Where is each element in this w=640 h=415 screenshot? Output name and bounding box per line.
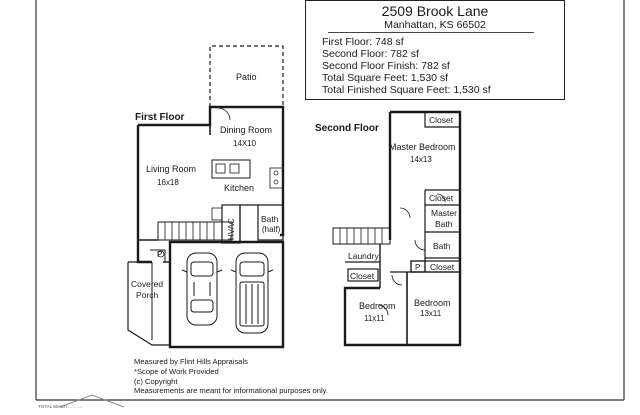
master-closet-label: Closet [429, 193, 454, 203]
note-measured-by: Measured by Flint Hills Appraisals [134, 357, 248, 366]
second-floor-title: Second Floor [315, 123, 379, 134]
second-floor-labels: Second Floor Closet Master Bedroom 14x13… [315, 115, 457, 323]
patio-label: Patio [236, 72, 257, 82]
right-closet-label: Closet [430, 262, 455, 272]
half-bath-label: Bath [261, 214, 279, 224]
info-separator [328, 32, 534, 33]
dining-room-label: Dining Room [220, 125, 272, 135]
note-copyright: (c) Copyright [134, 376, 178, 386]
note-disclaimer: Measurements are meant for informational… [134, 386, 329, 396]
stat-total-square-feet: Total Square Feet: 1,530 sf [322, 72, 449, 84]
stat-total-finished-square-feet: Total Finished Square Feet: 1,530 sf [322, 84, 491, 96]
measurement-notes: Measured by Flint Hills Appraisals *Scop… [134, 357, 328, 396]
dining-room-size: 14X10 [233, 139, 257, 148]
property-info-box: 2509 Brook Lane Manhattan, KS 66502 Firs… [305, 0, 565, 100]
second-floor-plan [332, 110, 462, 347]
note-scope: *Scope of Work Provided [134, 366, 219, 376]
first-floor-title: First Floor [135, 112, 185, 123]
first-floor-plan [127, 45, 285, 349]
hvac-label: HVAC [227, 218, 236, 240]
bedroom-1-size: 11x11 [364, 314, 385, 323]
bedroom-1-label: Bedroom [359, 301, 396, 311]
laundry-label: Laundry [348, 251, 379, 261]
left-closet-label: Closet [350, 271, 375, 281]
master-bath-label-2: Bath [435, 219, 453, 229]
logo-mark [59, 394, 125, 408]
bedroom-2-label: Bedroom [414, 298, 451, 308]
address-line-1: 2509 Brook Lane [381, 3, 489, 19]
bedroom-2-size: 13x11 [420, 309, 442, 318]
address-line-2: Manhattan, KS 66502 [384, 19, 486, 31]
pantry-marker-2: P [415, 263, 420, 272]
master-bedroom-label: Master Bedroom [389, 142, 456, 152]
living-room-size: 16x18 [157, 178, 179, 187]
covered-porch-label-1: Covered [131, 279, 163, 289]
living-room-label: Living Room [146, 164, 196, 174]
bath-label: Bath [433, 241, 451, 251]
master-bath-label-1: Master [431, 208, 457, 218]
stat-first-floor: First Floor: 748 sf [322, 36, 404, 48]
tiny-footer-text: TOTAL Sketch ... ... ... [38, 404, 82, 409]
first-floor-labels: First Floor Patio Dining Room 14X10 Livi… [131, 72, 281, 300]
stat-second-floor: Second Floor: 782 sf [322, 48, 419, 60]
page-frame [35, 0, 625, 401]
pantry-marker: P [157, 250, 162, 259]
master-bedroom-size: 14x13 [410, 155, 432, 164]
kitchen-label: Kitchen [224, 183, 254, 193]
stat-second-floor-finish: Second Floor Finish: 782 sf [322, 60, 450, 72]
half-bath-note: (half) [262, 225, 281, 234]
top-closet-label: Closet [429, 115, 454, 125]
covered-porch-label-2: Porch [136, 290, 158, 300]
